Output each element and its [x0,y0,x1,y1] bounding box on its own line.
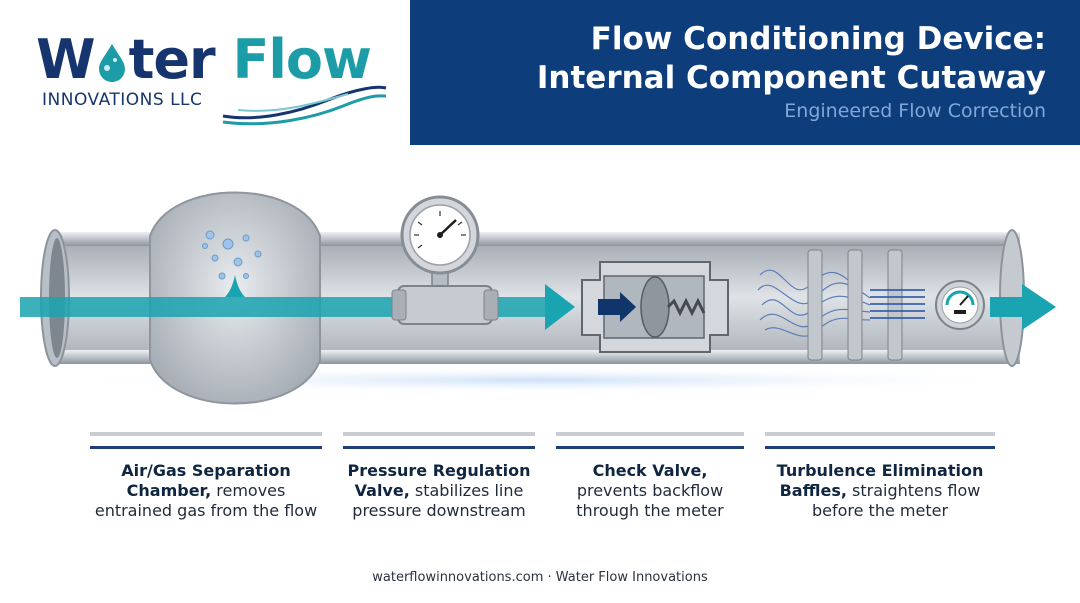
component-description: stabilizes line pressure downstream [352,481,526,520]
flow-meter-icon [935,280,985,330]
flow-arrow-segment [990,297,1022,317]
flow-arrow-segment [20,297,225,317]
component-name: Pressure Regulation Valve, [347,461,531,500]
component-name: Check Valve, [592,461,708,480]
component-description: removes entrained gas from the flow [94,481,318,520]
logo-letter-w: W [36,28,96,91]
pipe-cutaway-diagram [20,191,1056,405]
title-line-2: Internal Component Cutaway [536,60,1046,96]
title-line-1: Flow Conditioning Device: [590,21,1046,57]
gas-release-mark [225,275,245,297]
component-name: Air/Gas Separation Chamber, [121,461,291,500]
page-title: Flow Conditioning Device: Internal Compo… [426,20,1046,98]
water-drop-icon [98,44,125,82]
gas-bubbles [202,230,262,280]
turbulence-baffles [757,249,925,361]
footer-text: waterflowinnovations.com · Water Flow In… [372,570,708,585]
logo-subtitle: INNOVATIONS LLC [42,90,203,110]
logo-word-mid: ter [128,28,216,91]
caption-divider [343,446,535,449]
caption-divider [765,446,995,449]
component-name: Turbulence Elimination Baffles, [776,461,984,500]
logo-drop-o [95,32,129,82]
caption-divider [556,432,744,436]
flow-arrow-head [545,284,575,330]
logo-wave-icon [222,85,387,126]
caption-divider [90,432,322,436]
caption-divider [556,446,744,449]
company-logo: W ter Flow INNOVATIONS LLC [28,22,388,126]
check-valve [581,261,729,353]
flow-arrow-head [1022,284,1056,330]
caption-text: Air/Gas Separation Chamber, removes entr… [90,461,322,521]
caption-turbulence-baffles: Turbulence Elimination Baffles, straight… [765,432,995,521]
caption-check-valve: Check Valve, prevents backflow through t… [556,432,744,521]
caption-divider [90,446,322,449]
component-description: straightens flow before the meter [811,481,981,520]
caption-text: Turbulence Elimination Baffles, straight… [765,461,995,521]
title-banner: Flow Conditioning Device: Internal Compo… [410,0,1080,145]
caption-pressure-valve: Pressure Regulation Valve, stabilizes li… [343,432,535,521]
pressure-regulation-valve [391,195,499,325]
page-subtitle: Engineered Flow Correction [784,100,1046,122]
caption-text: Check Valve, prevents backflow through t… [556,461,744,521]
component-description: prevents backflow through the meter [576,481,724,520]
caption-text: Pressure Regulation Valve, stabilizes li… [343,461,535,521]
logo-wordmark: W ter Flow [36,28,372,92]
logo-word-flow: Flow [232,28,371,91]
caption-divider [343,432,535,436]
caption-air-gas-chamber: Air/Gas Separation Chamber, removes entr… [90,432,322,521]
caption-divider [765,432,995,436]
straightened-flow-lines [870,289,925,319]
